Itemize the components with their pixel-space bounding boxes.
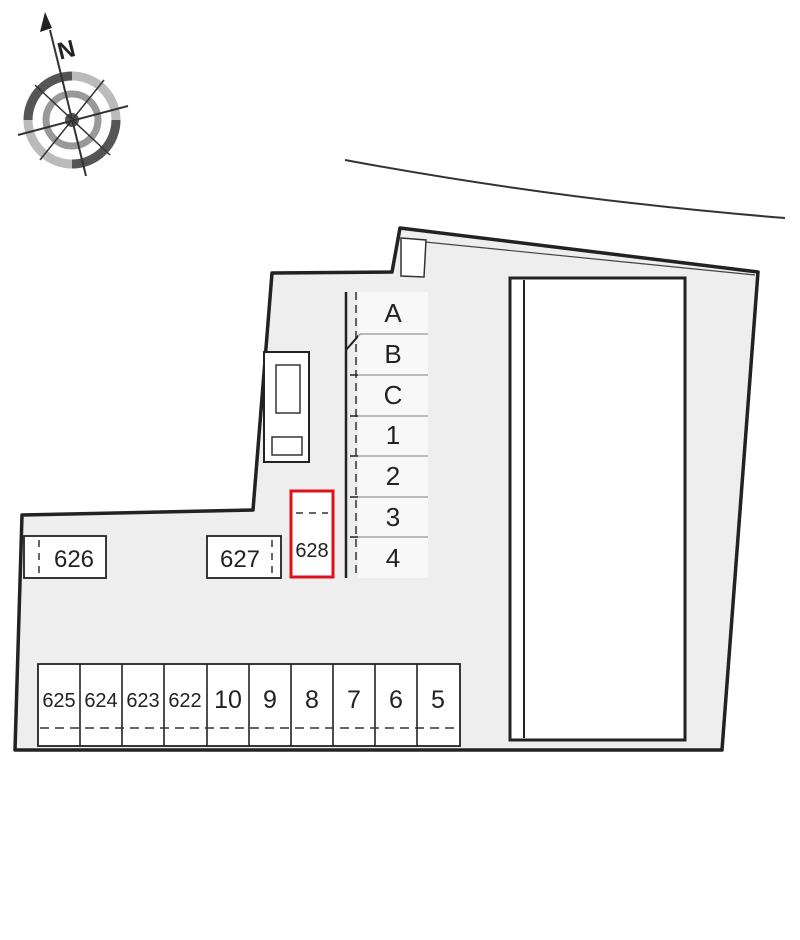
space-label: 10 [214, 686, 242, 714]
space-label: A [384, 298, 402, 328]
space-label: 3 [386, 502, 400, 532]
building [508, 276, 687, 742]
space-label: 627 [220, 546, 260, 573]
space-label: 624 [84, 690, 117, 712]
space-label: C [384, 380, 403, 410]
space-label: 623 [126, 690, 159, 712]
space-label: 622 [168, 690, 201, 712]
right-column-spaces: A B C 1 2 3 4 [344, 292, 428, 578]
space-label: 8 [305, 686, 319, 714]
north-label: N [55, 35, 78, 65]
compass-icon: N [17, 12, 129, 177]
space-label: 626 [54, 546, 94, 573]
space-label: 628 [295, 540, 328, 562]
space-label: 9 [263, 686, 277, 714]
boundary-inner [404, 239, 756, 276]
space-label: 6 [389, 686, 403, 714]
space-628-highlighted[interactable]: 628 [289, 489, 335, 579]
space-626: 626 [23, 535, 107, 579]
space-label: 2 [386, 461, 400, 491]
space-label: 5 [431, 686, 445, 714]
space-label: 4 [386, 543, 400, 573]
space-label: 1 [386, 420, 400, 450]
space-label: 625 [42, 690, 75, 712]
road-edge [344, 159, 786, 219]
gate-box [400, 237, 427, 278]
bottom-row-spaces: 625 624 623 622 10 9 8 7 6 5 [37, 663, 461, 747]
space-label: 7 [347, 686, 361, 714]
space-label: B [384, 339, 401, 369]
space-627: 627 [206, 535, 282, 579]
